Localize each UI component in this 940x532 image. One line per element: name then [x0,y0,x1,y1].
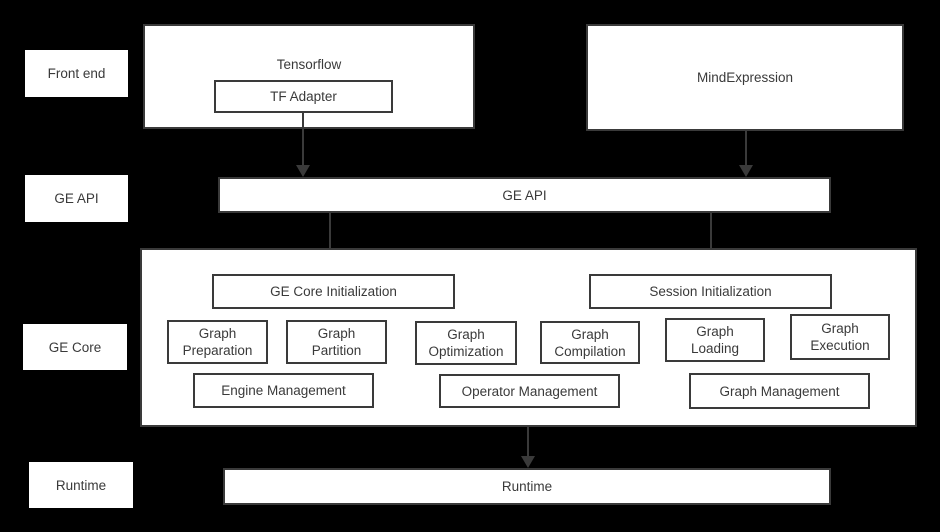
graph-management-box: Graph Management [689,373,870,409]
arrow-shaft [329,213,331,262]
graph-optimization-box: Graph Optimization [415,321,517,365]
row-label-ge-core: GE Core [23,324,127,370]
arrow-shaft [302,113,304,165]
graph-loading-box: Graph Loading [665,318,765,362]
row-label-runtime: Runtime [29,462,133,508]
arrow-mindexpression-to-ge-api-icon [739,131,753,177]
mindexpression-box: MindExpression [586,24,904,131]
arrow-shaft [745,131,747,165]
graph-compilation-box: Graph Compilation [540,321,640,364]
session-initialization-box: Session Initialization [589,274,832,309]
arrow-head-down-icon [521,456,535,468]
row-label-front-end: Front end [25,50,128,97]
runtime-bar: Runtime [223,468,831,505]
tensorflow-box: Tensorflow TF Adapter [143,24,475,129]
arrow-ge-core-to-runtime-icon [521,427,535,468]
arrow-tf-adapter-to-ge-api-icon [296,113,310,177]
arrow-head-down-icon [296,165,310,177]
ge-api-bar: GE API [218,177,831,213]
arrow-head-down-icon [739,165,753,177]
arrow-shaft [710,213,712,262]
graph-execution-box: Graph Execution [790,314,890,360]
row-label-ge-api: GE API [25,175,128,222]
tf-adapter-box: TF Adapter [214,80,393,113]
tensorflow-label: Tensorflow [276,57,342,72]
graph-partition-box: Graph Partition [286,320,387,364]
ge-core-box: GE Core Initialization Session Initializ… [140,248,917,427]
operator-management-box: Operator Management [439,374,620,408]
ge-core-initialization-box: GE Core Initialization [212,274,455,309]
graph-preparation-box: Graph Preparation [167,320,268,364]
engine-management-box: Engine Management [193,373,374,408]
arrow-shaft [527,427,529,456]
